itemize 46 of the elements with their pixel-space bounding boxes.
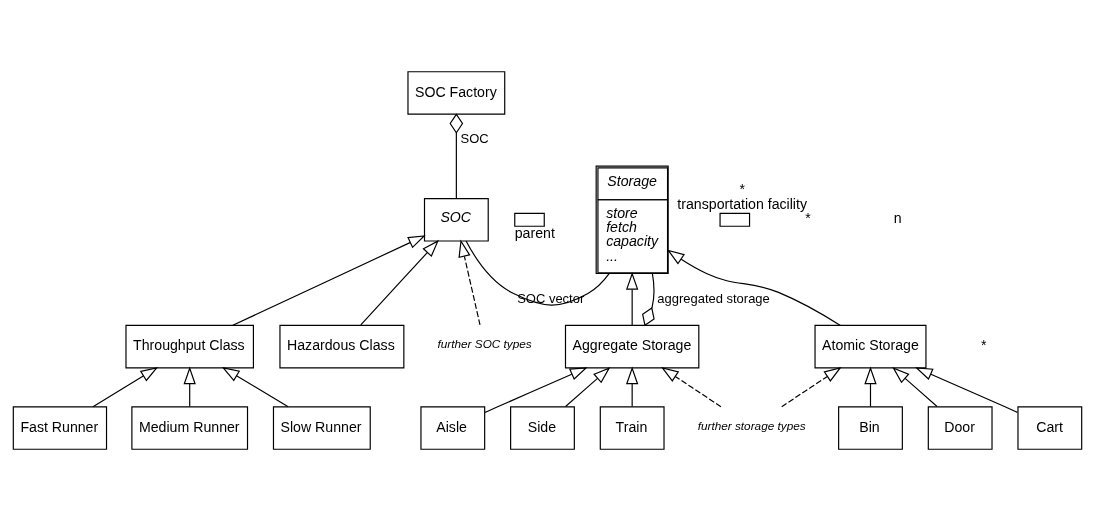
node-box: Bin [838, 406, 903, 450]
label: * [981, 337, 987, 354]
connector [642, 272, 655, 327]
arrow [221, 367, 289, 408]
node-box: Aisle [420, 406, 486, 450]
node-box: Throughput Class [125, 324, 254, 369]
arrow [864, 366, 877, 408]
arrow [232, 235, 426, 326]
node-box: Side [510, 406, 575, 450]
node-box: Train [599, 406, 665, 450]
edge-label: SOC [460, 131, 489, 147]
arrow [183, 366, 196, 408]
node-box: Fast Runner [12, 406, 108, 450]
node-box: Door [927, 406, 993, 450]
node-box: SOC [423, 197, 489, 242]
node-label: * [739, 180, 745, 197]
arrow [360, 239, 439, 326]
node-box: Slow Runner [272, 406, 371, 450]
node-box: Hazardous Class [279, 324, 405, 369]
arrow [661, 366, 722, 408]
node-box [719, 212, 751, 227]
arrow [625, 366, 639, 408]
node-box: Cart [1017, 406, 1083, 450]
node-box: Atomic Storage [814, 324, 927, 369]
arrow [914, 367, 1019, 413]
arrow [458, 239, 481, 326]
label: n [893, 210, 902, 227]
node-text: further SOC types [437, 337, 532, 351]
arrow [92, 367, 159, 408]
connector [449, 113, 464, 199]
arrow [666, 249, 842, 326]
node-label: transportation facility [677, 196, 808, 213]
arrow [484, 367, 588, 413]
edge-label: aggregated storage [657, 290, 770, 306]
node-label: parent [514, 224, 555, 241]
node-text: further storage types [697, 418, 806, 432]
arrow [892, 366, 938, 408]
node-box [514, 212, 545, 227]
connector [465, 240, 610, 306]
node-box: Aggregate Storage [564, 324, 700, 369]
arrow [565, 366, 611, 408]
arrow [625, 272, 639, 326]
arrow [781, 366, 842, 408]
node-box: Medium Runner [131, 406, 249, 450]
label: * [805, 210, 811, 227]
node-box: SOC Factory [407, 71, 506, 115]
